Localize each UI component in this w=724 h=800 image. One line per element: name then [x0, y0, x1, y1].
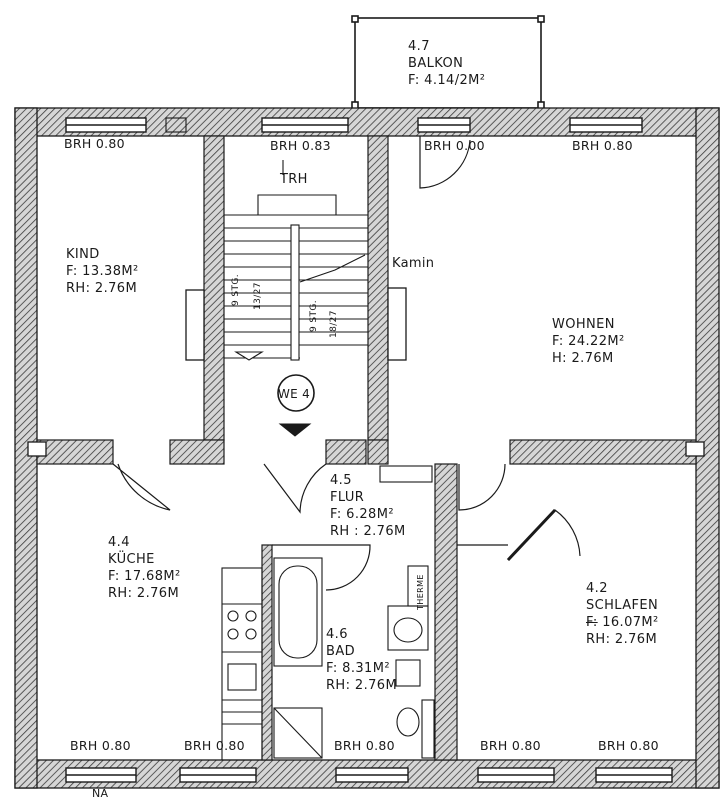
staircase	[224, 160, 368, 361]
room-area: F: 8.31M²	[326, 661, 390, 676]
room-number: 4.6	[326, 627, 348, 642]
room-area: F: 13.38M²	[66, 264, 139, 279]
sill-top-4: BRH 0.80	[572, 138, 633, 153]
therme-label-wrap: THERME	[412, 574, 429, 610]
room-kind: KIND F: 13.38M² RH: 2.76M	[66, 246, 139, 297]
sill-top-3: BRH 0.00	[424, 138, 485, 153]
room-area: F: 6.28M²	[330, 507, 394, 522]
chimney-label: Kamin	[392, 256, 435, 271]
stairs-down-text: 9 STG.	[306, 268, 323, 332]
stairs-down-count-label: 18/27	[329, 310, 339, 338]
unit-label: WE 4	[278, 387, 311, 401]
entrance-marker	[277, 374, 315, 437]
room-wohnen: WOHNEN F: 24.22M² H: 2.76M	[552, 316, 625, 367]
room-number: 4.2	[586, 581, 608, 596]
stairwell-label: TRH	[280, 172, 308, 187]
kitchen-fixtures	[221, 567, 263, 761]
markers	[165, 117, 433, 483]
stairs-down-label: 9 STG.	[309, 299, 319, 332]
room-area-prefix: F:	[586, 615, 598, 630]
room-area: F: 24.22M²	[552, 334, 625, 349]
room-name: KIND	[66, 247, 100, 262]
sill-top-1: BRH 0.80	[64, 136, 125, 151]
stairs-up-count-label: 13/27	[253, 282, 263, 310]
room-area: F: 4.14/2M²	[408, 73, 486, 88]
room-bad: 4.6 BAD F: 8.31M² RH: 2.76M	[326, 626, 397, 694]
room-number: 4.4	[108, 535, 130, 550]
room-name: WOHNEN	[552, 317, 615, 332]
sill-bottom-2: BRH 0.80	[184, 738, 245, 753]
windows-top	[65, 117, 643, 133]
room-area: F: 17.68M²	[108, 569, 181, 584]
stairs-up-count: 13/27	[250, 250, 267, 310]
room-flur: 4.5 FLUR F: 6.28M² RH : 2.76M	[330, 472, 406, 540]
sill-bottom-3: BRH 0.80	[334, 738, 395, 753]
room-area: F: 16.07M²	[586, 614, 659, 631]
room-height: RH: 2.76M	[326, 678, 398, 693]
bath-fixtures	[273, 557, 435, 759]
room-height: RH: 2.76M	[66, 281, 138, 296]
room-height: RH: 2.76M	[108, 586, 180, 601]
therme-label: THERME	[416, 574, 425, 610]
doors	[112, 136, 581, 591]
room-name: BAD	[326, 644, 356, 659]
room-schlafen: 4.2 SCHLAFEN F: 16.07M² RH: 2.76M	[586, 580, 659, 648]
sill-top-2: BRH 0.83	[270, 138, 331, 153]
footer-label: NA	[92, 787, 109, 800]
sill-bottom-5: BRH 0.80	[598, 738, 659, 753]
sill-bottom-4: BRH 0.80	[480, 738, 541, 753]
interior-walls	[36, 135, 697, 761]
room-height: RH: 2.76M	[586, 632, 658, 647]
windows-bottom	[65, 767, 673, 783]
stairs-up-label: 9 STG.	[231, 273, 241, 306]
room-name: FLUR	[330, 490, 365, 505]
room-number: 4.7	[408, 39, 430, 54]
room-kueche: 4.4 KÜCHE F: 17.68M² RH: 2.76M	[108, 534, 181, 602]
room-number: 4.5	[330, 473, 352, 488]
room-name: BALKON	[408, 56, 464, 71]
stairs-up-text: 9 STG.	[228, 242, 245, 306]
room-height: H: 2.76M	[552, 351, 614, 366]
room-name: SCHLAFEN	[586, 598, 659, 613]
room-area-value: 16.07M²	[602, 615, 659, 630]
wall-niches	[27, 287, 705, 457]
room-name: KÜCHE	[108, 552, 155, 567]
room-height: RH : 2.76M	[330, 524, 406, 539]
room-balkon: 4.7 BALKON F: 4.14/2M²	[408, 38, 485, 89]
stairs-down-count: 18/27	[326, 278, 343, 338]
sill-bottom-1: BRH 0.80	[70, 738, 131, 753]
